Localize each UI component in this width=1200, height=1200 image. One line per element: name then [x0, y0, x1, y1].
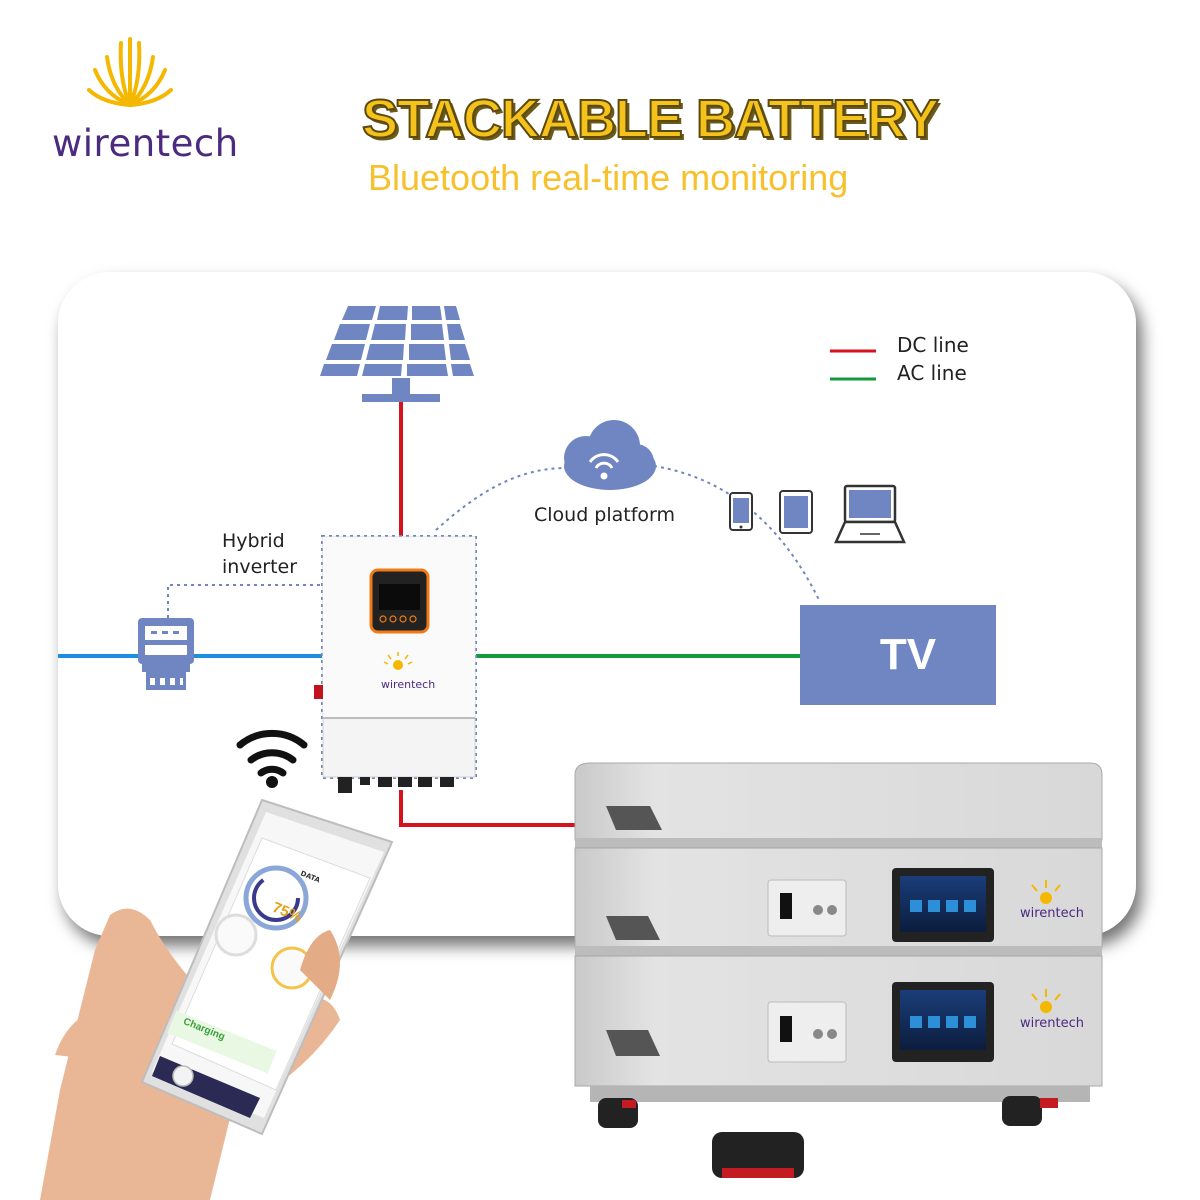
laptop-device-icon [834, 484, 906, 544]
page-subtitle: Bluetooth real-time monitoring [368, 157, 849, 198]
phone-device-icon [729, 492, 753, 531]
wifi-icon [236, 729, 308, 777]
cloud-platform-label: Cloud platform [534, 504, 676, 526]
tv-label: TV [879, 630, 937, 679]
brand-name: wirentech [52, 122, 239, 165]
hybrid-inverter [314, 536, 476, 793]
hand-with-phone [40, 798, 394, 1200]
energy-meter-icon [138, 618, 194, 690]
legend-ac-line: AC line [897, 361, 967, 385]
tablet-device-icon [779, 490, 813, 534]
inverter-label-line1: Hybrid [222, 530, 285, 552]
battery-brand-top: wirentech [1020, 906, 1085, 921]
battery-brand-bottom: wirentech [1020, 1016, 1085, 1031]
inverter-brand: wirentech [381, 678, 436, 691]
legend-dc-line: DC line [897, 333, 969, 357]
cloud-icon [564, 420, 656, 490]
sunburst-logo-icon [87, 37, 173, 107]
inverter-label-line2: inverter [222, 556, 298, 578]
tv-box [800, 605, 996, 705]
stackable-battery [574, 762, 1103, 1178]
page-title: STACKABLE BATTERY [361, 88, 940, 150]
solar-panel-icon [318, 304, 474, 402]
